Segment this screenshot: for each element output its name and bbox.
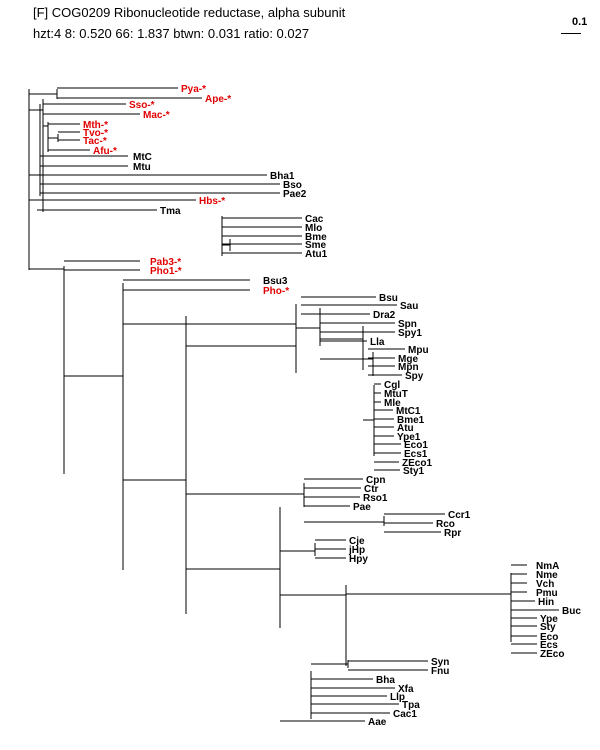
leaf-label: Bme1 xyxy=(397,415,425,426)
leaf-label: Ecs1 xyxy=(404,449,428,460)
leaf-label: Sme xyxy=(305,240,327,251)
leaf-label: Mpu xyxy=(408,345,429,356)
leaf-label: jHp xyxy=(348,545,365,556)
scale-bar xyxy=(561,33,581,34)
leaf-label: Bha1 xyxy=(270,171,295,182)
leaf-label: Eco1 xyxy=(404,440,428,451)
leaf-label: Sty1 xyxy=(403,466,425,477)
leaf-label: Pae2 xyxy=(283,189,307,200)
leaf-label: Spy1 xyxy=(398,328,422,339)
leaf-label: Lla xyxy=(370,337,385,348)
leaf-label: Ctr xyxy=(364,484,379,495)
leaf-label: Atu1 xyxy=(305,249,328,260)
leaf-label: Sso-* xyxy=(129,100,155,111)
leaf-label: Ccr1 xyxy=(448,510,471,521)
leaf-label: Mlo xyxy=(305,223,322,234)
leaf-label: Pab3-* xyxy=(150,257,181,268)
leaf-label: Rpr xyxy=(444,528,461,539)
stats-line: hzt:4 8: 0.520 66: 1.837 btwn: 0.031 rat… xyxy=(33,26,310,41)
leaf-label: MtC1 xyxy=(396,406,421,417)
leaf-label: Atu xyxy=(397,423,414,434)
leaf-label: Mac-* xyxy=(143,110,170,121)
leaf-label: ZEco1 xyxy=(402,458,432,469)
leaf-label: Tpa xyxy=(402,700,420,711)
leaf-label: Bme xyxy=(305,232,327,243)
leaf-label: Hin xyxy=(538,597,554,608)
leaf-label: Bso xyxy=(283,180,302,191)
leaf-label: Aae xyxy=(368,717,387,728)
leaf-label: Cac1 xyxy=(393,709,417,720)
leaf-label: Afu-* xyxy=(93,146,117,157)
leaf-label: Pya-* xyxy=(181,84,206,95)
leaf-label: Sty xyxy=(540,622,556,633)
leaf-label: Hpy xyxy=(349,554,368,565)
leaf-label: Sau xyxy=(400,301,418,312)
leaf-label: MtC xyxy=(133,152,152,163)
leaf-label: NmA xyxy=(536,561,559,572)
leaf-label: Pae xyxy=(353,502,371,513)
leaf-label: Eco xyxy=(540,632,558,643)
leaf-label: Ype1 xyxy=(397,432,421,443)
leaf-label: Tvo-* xyxy=(83,128,108,139)
leaf-label: Dra2 xyxy=(373,310,396,321)
leaf-label: Cgl xyxy=(384,380,400,391)
leaf-label: Mth-* xyxy=(83,120,108,131)
leaf-label: Pho-* xyxy=(263,286,289,297)
leaf-label: Cac xyxy=(305,214,324,225)
leaf-label: Cpn xyxy=(366,475,385,486)
page-title: [F] COG0209 Ribonucleotide reductase, al… xyxy=(33,5,346,20)
leaf-label: ZEco xyxy=(540,649,564,660)
leaf-label: Bsu xyxy=(379,293,398,304)
scale-bar-label: 0.1 xyxy=(572,16,588,28)
leaf-label: MtuT xyxy=(384,389,408,400)
leaf-label: Mle xyxy=(384,398,401,409)
leaf-label: Pmu xyxy=(536,588,558,599)
leaf-label: Hbs-* xyxy=(199,196,225,207)
leaf-label: Tma xyxy=(160,206,181,217)
leaf-label: Mpn xyxy=(398,362,419,373)
leaf-label: Ype xyxy=(540,614,558,625)
leaf-label: Buc xyxy=(562,606,581,617)
header: [F] COG0209 Ribonucleotide reductase, al… xyxy=(0,0,600,48)
leaf-label: Fnu xyxy=(431,666,449,677)
leaf-label: Spy xyxy=(405,371,424,382)
leaf-label: Syn xyxy=(431,657,449,668)
leaf-label: Ape-* xyxy=(205,94,231,105)
leaf-label: Mge xyxy=(398,354,418,365)
leaf-label: Llp xyxy=(390,692,405,703)
leaf-label: Pho1-* xyxy=(150,266,182,277)
leaf-label: Vch xyxy=(536,579,554,590)
leaf-label: Nme xyxy=(536,570,558,581)
leaf-label: Rco xyxy=(436,519,455,530)
leaf-label: Xfa xyxy=(398,684,414,695)
leaf-label: Rso1 xyxy=(363,493,388,504)
leaf-label: Cje xyxy=(349,536,365,547)
leaf-label: Bha xyxy=(376,675,395,686)
leaf-label: Bsu3 xyxy=(263,276,288,287)
leaf-label: Ecs xyxy=(540,640,558,651)
leaf-label: Mtu xyxy=(133,162,151,173)
leaf-label: Tac-* xyxy=(83,136,107,147)
leaf-label: Spn xyxy=(398,319,417,330)
